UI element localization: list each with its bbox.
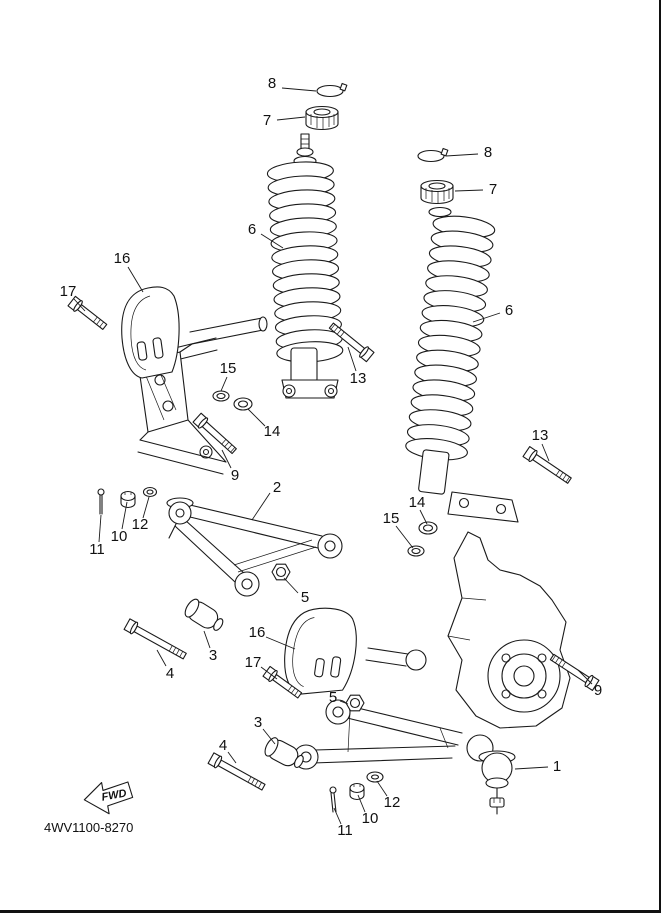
callout-14-right: 14 xyxy=(409,494,426,511)
callout-11-left: 11 xyxy=(89,541,105,558)
callout-17-lower: 17 xyxy=(245,654,262,671)
bolt-13-right xyxy=(522,446,572,484)
callout-8-top-right: 8 xyxy=(484,144,492,161)
callout-1: 1 xyxy=(553,758,561,775)
nut-5-lower xyxy=(345,694,365,712)
bolt-4-upper xyxy=(123,618,187,660)
callout-15-left: 15 xyxy=(220,360,237,377)
coil-spring-left xyxy=(266,161,344,363)
callout-8-top-left: 8 xyxy=(268,75,276,92)
bushing-upper xyxy=(184,598,224,631)
callout-9-left: 9 xyxy=(231,467,239,484)
castle-nut-10-left xyxy=(120,490,136,509)
spring-cap-left xyxy=(305,82,348,131)
callout-10-left: 10 xyxy=(111,528,128,545)
callout-6-right: 6 xyxy=(505,302,513,319)
lower-a-arm xyxy=(293,699,494,770)
bolt-17-upper xyxy=(67,295,108,331)
callout-2: 2 xyxy=(273,479,281,496)
washer-15-right xyxy=(407,545,425,557)
callout-16-lower: 16 xyxy=(249,624,266,641)
ball-joint-assembly xyxy=(478,750,516,815)
guard-bracket-line xyxy=(365,647,409,667)
washer-14-right xyxy=(418,521,438,535)
cotter-pin-11-right xyxy=(329,786,337,813)
callout-6-left: 6 xyxy=(248,221,256,238)
callout-16-upper: 16 xyxy=(114,250,131,267)
callout-5-lower: 5 xyxy=(329,689,337,706)
washer-15-left xyxy=(212,390,230,402)
callout-13-right: 13 xyxy=(532,427,549,444)
spring-cap-right xyxy=(417,147,454,218)
fwd-arrow-icon: FWD xyxy=(83,781,134,815)
callout-12-right: 12 xyxy=(384,794,401,811)
callout-7-top-left: 7 xyxy=(263,112,271,129)
callout-5-upper: 5 xyxy=(301,589,309,606)
steering-knuckle xyxy=(447,531,571,729)
callout-12-left: 12 xyxy=(132,516,149,533)
mud-guard-lower xyxy=(284,607,357,695)
bolt-9-right xyxy=(549,653,600,691)
bushing-lower xyxy=(264,737,304,768)
callout-4-upper: 4 xyxy=(166,665,174,682)
callout-4-lower: 4 xyxy=(219,737,227,754)
callout-10-right: 10 xyxy=(362,810,379,827)
guard-bracket-eye xyxy=(405,649,427,671)
washer-14-left xyxy=(233,397,253,411)
shock-absorber-left xyxy=(266,133,344,399)
diagram-code: 4WV1100-8270 xyxy=(44,820,133,835)
callout-labels: 8 7 6 8 7 6 16 17 13 15 14 9 2 12 10 11 … xyxy=(60,75,603,839)
nut-5-upper xyxy=(271,563,291,581)
callout-9-right: 9 xyxy=(594,682,602,699)
leader-lines xyxy=(73,87,593,825)
bolt-9-left xyxy=(192,412,237,455)
shock-absorber-right xyxy=(405,215,519,523)
callout-11-right: 11 xyxy=(337,822,353,839)
callout-7-top-right: 7 xyxy=(489,181,497,198)
callout-3-upper: 3 xyxy=(209,647,217,664)
callout-15-right: 15 xyxy=(383,510,400,527)
cotter-pin-11-left xyxy=(97,488,105,515)
mud-guard-upper xyxy=(121,286,180,379)
fwd-label: FWD xyxy=(101,788,128,804)
bolt-4-lower xyxy=(207,752,266,791)
callout-14-left: 14 xyxy=(264,423,281,440)
callout-3-lower: 3 xyxy=(254,714,262,731)
bolt-13-left xyxy=(328,322,375,363)
upper-a-arm xyxy=(166,497,343,597)
callout-17-upper: 17 xyxy=(60,283,77,300)
callout-13-left: 13 xyxy=(350,370,367,387)
castle-nut-10-right xyxy=(349,782,365,801)
coil-spring-right xyxy=(405,215,496,495)
washer-12-left xyxy=(142,486,158,498)
washer-12-right xyxy=(366,771,384,783)
